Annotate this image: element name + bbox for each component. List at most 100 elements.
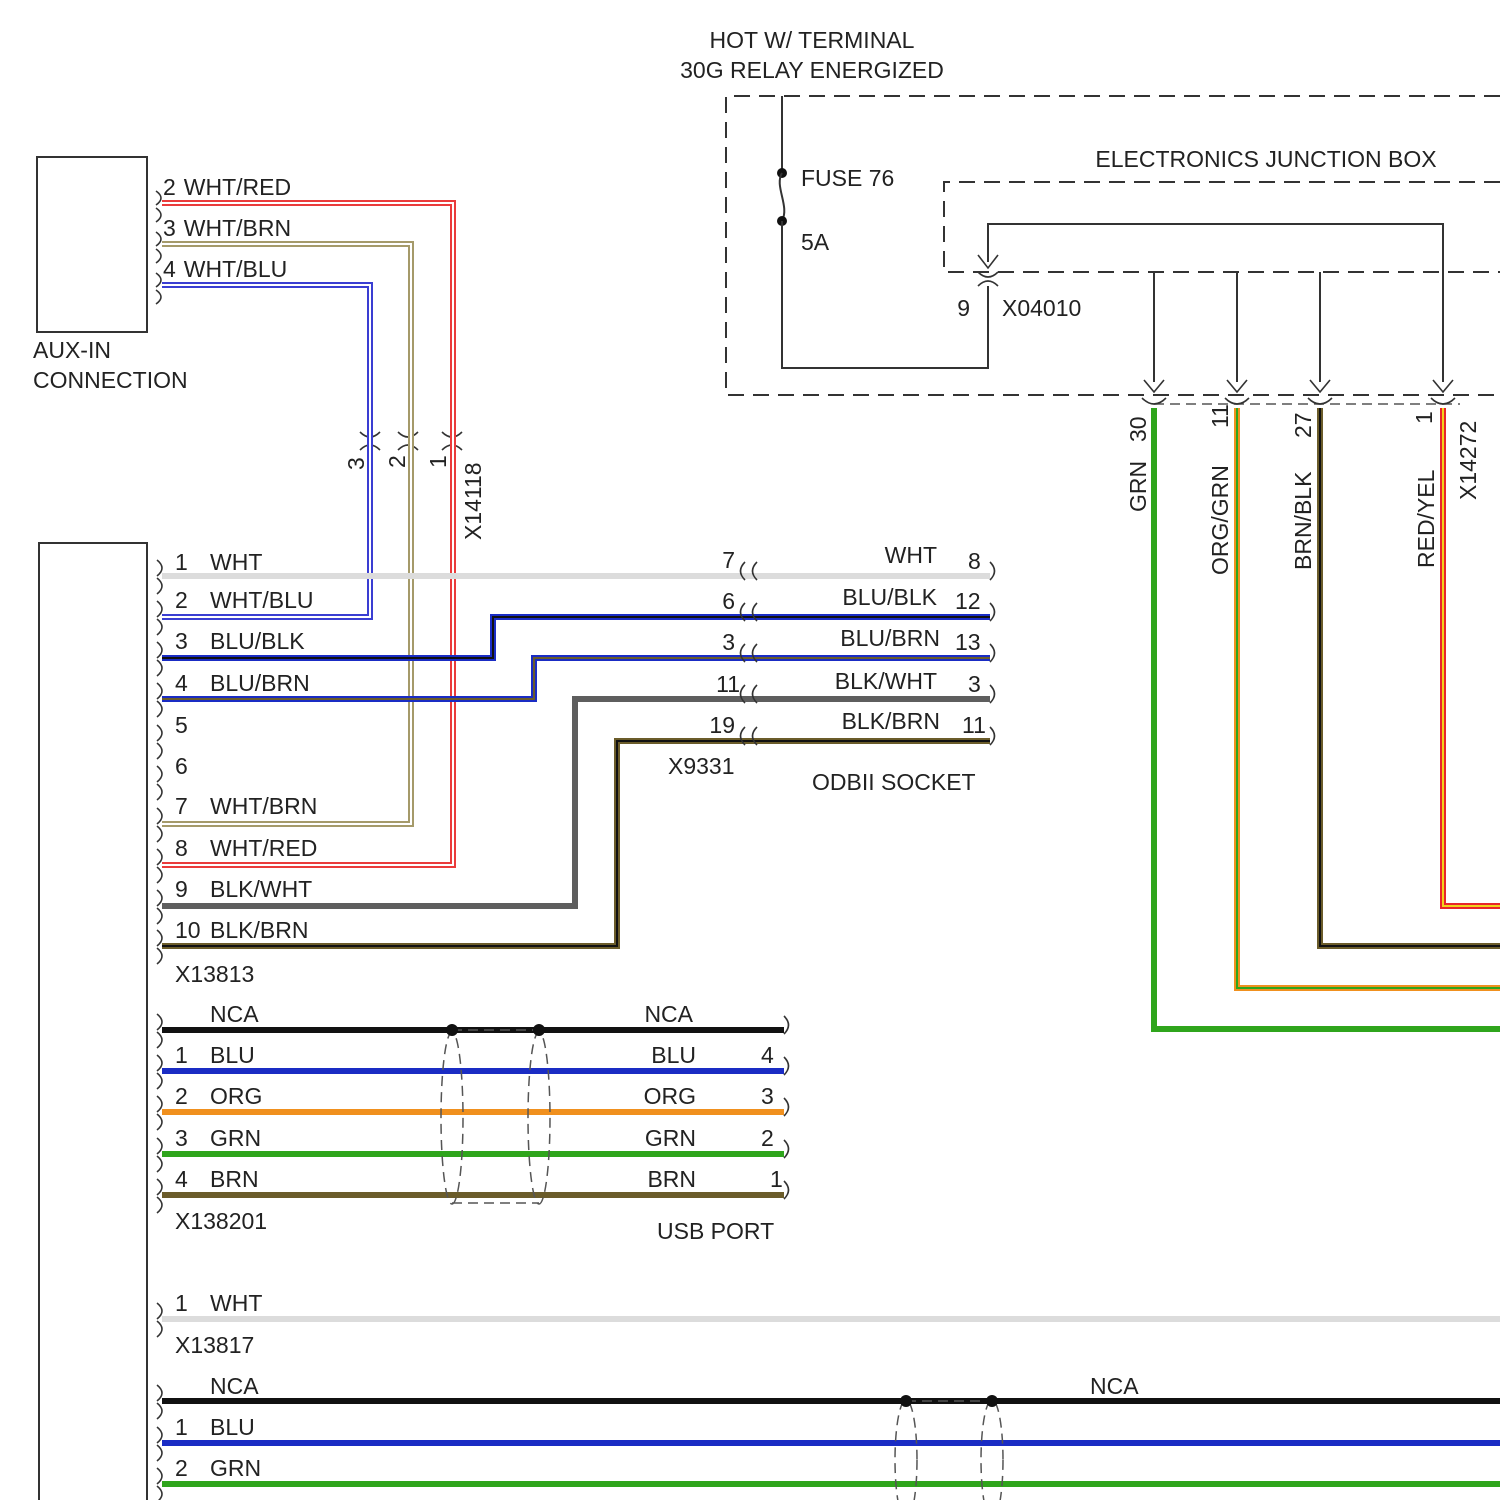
usb-terminal-1 bbox=[784, 1016, 789, 1034]
fuse-box-outline bbox=[726, 96, 1500, 395]
x13813-pin-3: 3BLU/BLK bbox=[175, 628, 305, 654]
ejb-connector-label: X04010 bbox=[1002, 295, 1081, 321]
x14118-pin-1: 1 bbox=[425, 455, 451, 468]
usb-pin-3: 3 bbox=[761, 1083, 774, 1109]
x14272-pin-1: 1 bbox=[1411, 411, 1437, 424]
x14272-pin-1-color: RED/YEL bbox=[1413, 469, 1439, 568]
module-terminal-4 bbox=[157, 683, 162, 717]
x14272-terminal-2 bbox=[1225, 380, 1249, 404]
module-terminal-13 bbox=[157, 1096, 162, 1130]
usb-shield-right bbox=[528, 1032, 550, 1204]
bottom-shield-splice-right bbox=[986, 1395, 998, 1407]
x13813-pin-5: 5 bbox=[175, 712, 188, 738]
obd-terminal-2 bbox=[990, 603, 995, 621]
aux-pin-2: 2WHT/RED bbox=[163, 174, 291, 200]
usb-terminal-2 bbox=[784, 1057, 789, 1075]
usb-shield-joins bbox=[452, 1030, 539, 1203]
usb-pin-1-color: BRN bbox=[647, 1166, 696, 1192]
module-terminal-14 bbox=[157, 1138, 162, 1172]
bottom-right-nca: NCA bbox=[1090, 1373, 1139, 1399]
obd-pin-13: 13 bbox=[955, 629, 981, 655]
x9331-connector-label: X9331 bbox=[668, 753, 735, 779]
aux-in-label-line2: CONNECTION bbox=[33, 367, 188, 393]
obd-pin-3-color: BLK/WHT bbox=[835, 668, 937, 694]
power-supply-section: HOT W/ TERMINAL 30G RELAY ENERGIZED FUSE… bbox=[680, 27, 1500, 404]
x9331-pin-7: 7 bbox=[722, 547, 735, 573]
obd-pin-12-color: BLU/BLK bbox=[842, 584, 937, 610]
x14272-terminal-4 bbox=[1431, 380, 1455, 404]
obd-terminal-4 bbox=[990, 685, 995, 703]
obd-terminal-3 bbox=[990, 644, 995, 662]
usb-pin-3-color: ORG bbox=[644, 1083, 696, 1109]
module-terminal-19 bbox=[157, 1468, 162, 1500]
x13813-pin-2: 2WHT/BLU bbox=[175, 587, 314, 613]
aux-in-label-line1: AUX-IN bbox=[33, 337, 111, 363]
module-terminal-6 bbox=[157, 766, 162, 800]
bottom-shield-splice-left bbox=[900, 1395, 912, 1407]
obd-socket-connector: WHT 8 BLU/BLK 12 BLU/BRN 13 BLK/WHT 3 BL… bbox=[812, 542, 986, 795]
x138201-pin-2: 2ORG bbox=[175, 1083, 262, 1109]
usb-pin-4-color: BLU bbox=[651, 1042, 696, 1068]
usb-pin-2-color: GRN bbox=[645, 1125, 696, 1151]
module-terminal-16 bbox=[157, 1303, 162, 1337]
x9331-pin-6: 6 bbox=[722, 588, 735, 614]
aux-in-component bbox=[37, 157, 147, 332]
ejb-title: ELECTRONICS JUNCTION BOX bbox=[1095, 146, 1436, 172]
x14272-connector: 30 GRN 11 ORG/GRN 27 BRN/BLK 1 RED/YEL X… bbox=[1125, 404, 1481, 575]
x13813-connector-label: X13813 bbox=[175, 961, 254, 987]
usb-shield-left bbox=[441, 1032, 463, 1204]
module-terminal-1 bbox=[157, 560, 162, 594]
obd-pin-8-color: WHT bbox=[885, 542, 937, 568]
usb-pin-4: 4 bbox=[761, 1042, 774, 1068]
aux-in-section: AUX-IN CONNECTION 2WHT/RED 3WHT/BRN 4WHT… bbox=[33, 157, 486, 540]
x14272-terminal-1 bbox=[1142, 380, 1166, 404]
x13817-pin-1: 1WHT bbox=[175, 1290, 262, 1316]
module-terminal-7 bbox=[157, 808, 162, 842]
obd-socket-label: ODBII SOCKET bbox=[812, 769, 976, 795]
hot-label-line2: 30G RELAY ENERGIZED bbox=[680, 57, 944, 83]
x14272-pin-30: 30 bbox=[1125, 416, 1151, 442]
bottom-pin-nca: NCA bbox=[210, 1373, 259, 1399]
usb-shield-splice-right bbox=[533, 1024, 545, 1036]
module-terminal-15 bbox=[157, 1179, 162, 1213]
module-terminal-8 bbox=[157, 849, 162, 883]
ejb-outline bbox=[944, 182, 1500, 272]
module-terminal-12 bbox=[157, 1055, 162, 1089]
usb-pin-nca-color: NCA bbox=[644, 1001, 693, 1027]
x13813-pin-7: 7WHT/BRN bbox=[175, 793, 317, 819]
module-terminal-11 bbox=[157, 1014, 162, 1048]
x14272-terminal-3 bbox=[1308, 380, 1332, 404]
x9331-pin-3: 3 bbox=[722, 629, 735, 655]
usb-port-connector: NCA BLU 4 ORG 3 GRN 2 BRN 1 USB PORT bbox=[644, 1001, 783, 1244]
usb-terminal-5 bbox=[784, 1181, 789, 1199]
module-terminal-2 bbox=[157, 601, 162, 635]
usb-shield-splice-left bbox=[446, 1024, 458, 1036]
obd-terminal-1 bbox=[990, 562, 995, 580]
ejb-pin-number: 9 bbox=[957, 295, 970, 321]
x14272-pin-11-color: ORG/GRN bbox=[1207, 465, 1233, 575]
obd-terminal-5 bbox=[990, 727, 995, 745]
x14272-pin-30-color: GRN bbox=[1125, 461, 1151, 512]
module-terminal-17 bbox=[157, 1385, 162, 1419]
main-module bbox=[39, 543, 147, 1500]
x14272-pin-11: 11 bbox=[1207, 404, 1233, 428]
module-terminal-9 bbox=[157, 890, 162, 924]
aux-terminals bbox=[156, 191, 161, 304]
module-terminal-3 bbox=[157, 642, 162, 676]
x14118-connector-label: X14118 bbox=[460, 462, 486, 540]
x9331-pin-19: 19 bbox=[709, 712, 735, 738]
wire-x14272-grn bbox=[1154, 408, 1500, 1029]
module-terminal-5 bbox=[157, 725, 162, 759]
